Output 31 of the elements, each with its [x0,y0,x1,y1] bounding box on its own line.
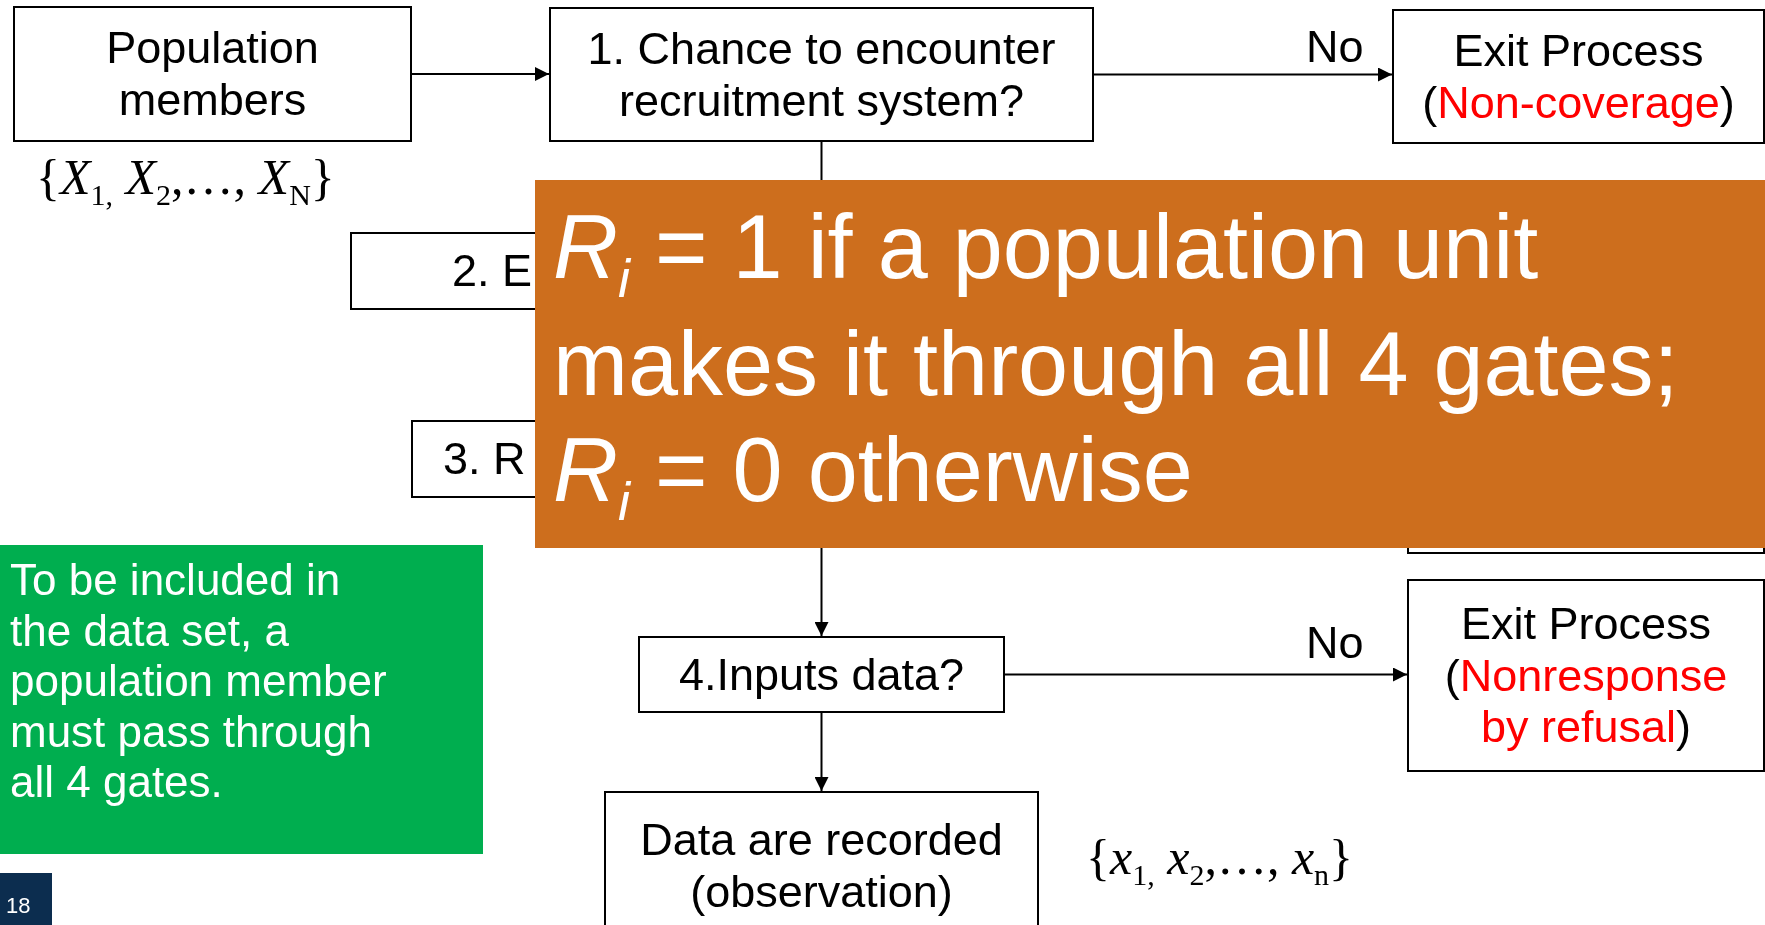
node-text: Data are recorded (observation) [639,814,1004,918]
arrow [814,712,829,792]
arrow [1004,667,1408,682]
set-notation: {x$_{1,}$ x$_{2}$,…, x$_{n}$} [1086,828,1354,892]
process-box [1407,579,1765,772]
arrow [1093,67,1393,82]
callout-text: R$_{i}$ = 1 if a population unit makes it through all 4 gates; R$_{i}$ = 0 otherwise [553,196,1680,534]
process-box [13,6,412,142]
note-box [0,545,483,854]
note-text: To be included in the data set, a population member must pass through all 4 gates. [10,555,388,808]
process-box [1392,9,1765,144]
page-number: 18 [0,873,52,925]
arrow [411,67,550,81]
process-box [411,420,535,498]
set-notation: {X$_{1,}$ X$_{2}$,…, X$_{N}$} [36,148,335,212]
node-text: 1. Chance to encounter recruitment system? [586,22,1057,127]
process-box [549,7,1094,142]
empty-box [1407,548,1765,554]
node-text: (Nonresponse by refusal) [1443,649,1729,754]
process-box [350,232,535,310]
process-box [638,636,1005,713]
callout-box [535,180,1765,548]
node-text: 4.Inputs data? [678,648,965,701]
node-text: 3. R [443,433,526,485]
arrow [814,547,829,637]
process-box [604,791,1039,925]
node-text: 2. E [452,245,533,297]
node-text: Exit Process [1460,597,1712,650]
node-text: (Non-coverage) [1422,76,1735,129]
node-text: Exit Process [1453,24,1704,77]
node-text: Population members [105,22,320,126]
